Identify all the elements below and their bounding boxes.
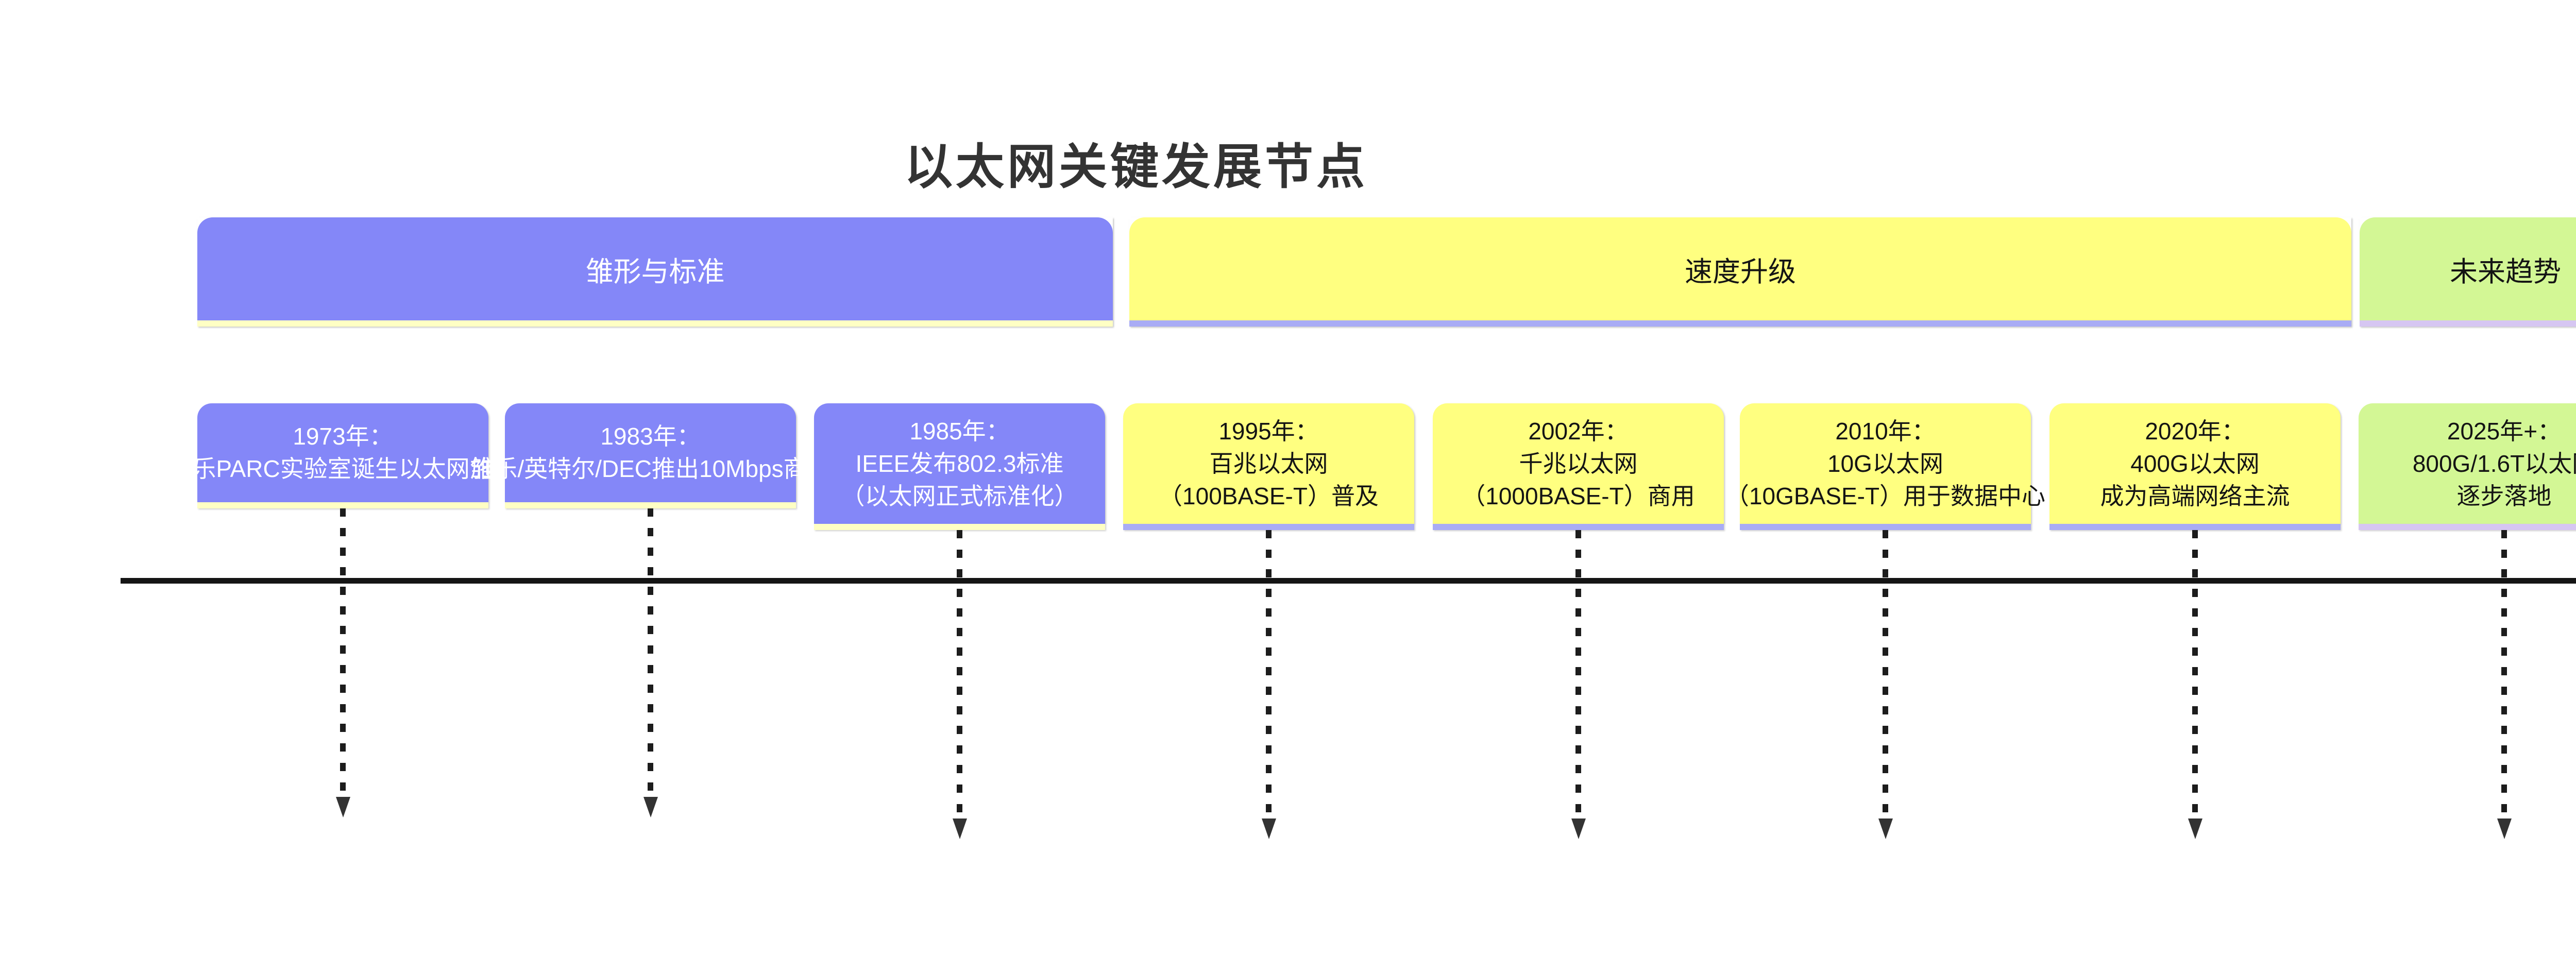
event-year: 1973年： (293, 423, 393, 450)
event-year: 2025年+： (2447, 417, 2562, 445)
event-bottom-strip (2359, 524, 2576, 530)
dashed-connector (340, 508, 346, 797)
section-header-prototype-and-standard: 雏形与标准 (197, 217, 1113, 327)
down-arrowhead-icon (2497, 818, 2512, 839)
event-detail: 800G/1.6T以太网 (2412, 450, 2576, 477)
timeline-event-1973: 1973年： 施乐PARC实验室诞生以太网雏形 (168, 403, 517, 817)
event-year: 1995年： (1218, 417, 1319, 445)
event-bottom-strip (1740, 524, 2031, 530)
event-detail: 400G以太网 (2130, 450, 2260, 477)
event-bottom-strip (505, 502, 796, 508)
event-detail: 10G以太网 (1827, 450, 1943, 477)
timeline-axis-line (121, 578, 2576, 584)
timeline-event-1983: 1983年： 施乐/英特尔/DEC推出10Mbps商用 (470, 403, 831, 817)
down-arrowhead-icon (952, 818, 967, 839)
dashed-connector (2192, 530, 2198, 818)
down-arrowhead-icon (2188, 818, 2202, 839)
down-arrowhead-icon (1878, 818, 1893, 839)
dashed-connector (648, 508, 653, 797)
event-year: 2010年： (1835, 417, 1936, 445)
event-bottom-strip (197, 502, 488, 508)
timeline-event-1985: 1985年： IEEE发布802.3标准 （以太网正式标准化） (814, 403, 1105, 839)
section-header-future-trend: 未来趋势 (2360, 217, 2576, 327)
event-year: 1983年： (600, 423, 701, 450)
event-detail: （100BASE-T）普及 (1159, 482, 1379, 509)
event-bottom-strip (814, 524, 1105, 530)
timeline-event-2020: 2020年： 400G以太网 成为高端网络主流 (2049, 403, 2341, 839)
section-bottom-strip (2360, 320, 2576, 327)
down-arrowhead-icon (643, 797, 658, 817)
event-detail: 成为高端网络主流 (2100, 482, 2290, 509)
event-bottom-strip (1123, 524, 1414, 530)
event-year: 2020年： (2145, 417, 2245, 445)
section-label: 速度升级 (1685, 256, 1796, 287)
event-detail: （1000BASE-T）商用 (1462, 482, 1695, 509)
event-detail: IEEE发布802.3标准 (855, 450, 1064, 477)
section-header-speed-upgrade: 速度升级 (1129, 217, 2351, 327)
event-detail: 施乐/英特尔/DEC推出10Mbps商用 (470, 455, 831, 482)
event-detail: 施乐PARC实验室诞生以太网雏形 (168, 455, 517, 482)
down-arrowhead-icon (1571, 818, 1586, 839)
section-bottom-strip (197, 320, 1113, 327)
event-bottom-strip (1433, 524, 1724, 530)
down-arrowhead-icon (1261, 818, 1276, 839)
dashed-connector (1575, 530, 1581, 818)
event-detail: 千兆以太网 (1519, 450, 1638, 477)
section-bottom-strip (1129, 320, 2351, 327)
dashed-connector (2501, 530, 2507, 818)
section-label: 雏形与标准 (585, 256, 725, 287)
event-bottom-strip (2049, 524, 2341, 530)
page-title: 以太网关键发展节点 (904, 140, 1368, 194)
event-year: 2002年： (1528, 417, 1629, 445)
dashed-connector (1266, 530, 1272, 818)
dashed-connector (957, 530, 962, 818)
event-detail: 逐步落地 (2456, 482, 2552, 509)
timeline-event-1995: 1995年： 百兆以太网 （100BASE-T）普及 (1123, 403, 1414, 839)
event-detail: 百兆以太网 (1209, 450, 1328, 477)
event-detail: （以太网正式标准化） (841, 482, 1078, 509)
timeline-event-2025plus: 2025年+： 800G/1.6T以太网 逐步落地 (2359, 403, 2576, 839)
dashed-connector (1883, 530, 1888, 818)
down-arrowhead-icon (335, 797, 350, 817)
event-detail: （10GBASE-T）用于数据中心 (1725, 482, 2046, 509)
event-year: 1985年： (909, 417, 1010, 445)
timeline-event-2010: 2010年： 10G以太网 （10GBASE-T）用于数据中心 (1725, 403, 2045, 839)
section-label: 未来趋势 (2450, 256, 2561, 287)
timeline-event-2002: 2002年： 千兆以太网 （1000BASE-T）商用 (1433, 403, 1724, 839)
